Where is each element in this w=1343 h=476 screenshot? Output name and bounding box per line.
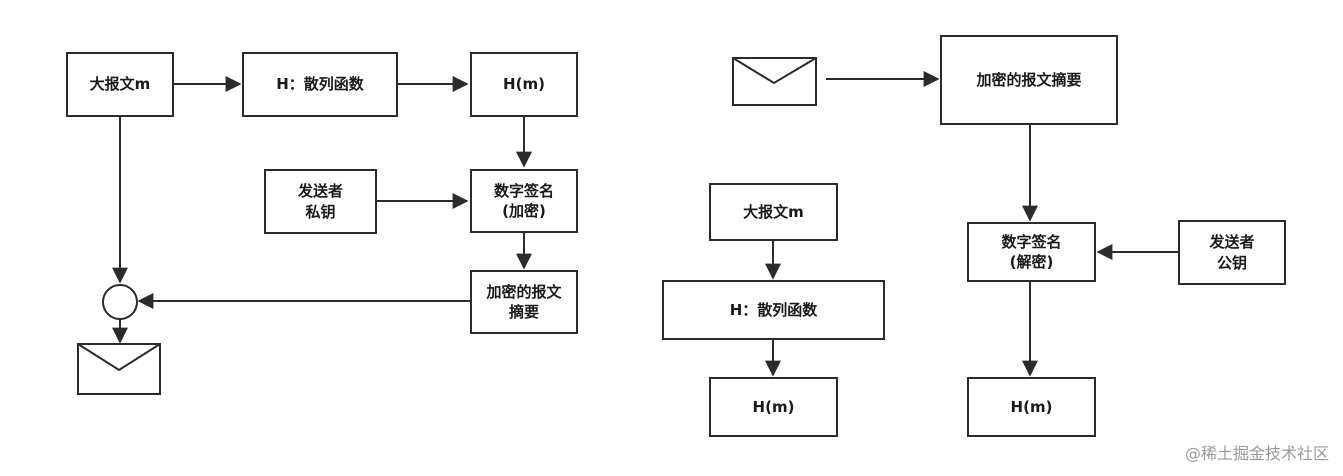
envelope-icon (732, 57, 817, 106)
decrypted-hash-box: H(m) (967, 377, 1096, 437)
signature-decrypt-box: 数字签名 (解密) (967, 222, 1096, 282)
sender-private-key-box: 发送者 私钥 (264, 169, 377, 234)
hash-function-box: H：散列函数 (242, 52, 398, 117)
envelope-icon (77, 343, 161, 395)
signature-encrypt-box: 数字签名 (加密) (470, 169, 578, 233)
middle-message-box: 大报文m (709, 183, 838, 241)
middle-hash-function-box: H：散列函数 (662, 280, 885, 340)
right-encrypted-digest-box: 加密的报文摘要 (940, 35, 1118, 125)
encrypted-digest-box: 加密的报文 摘要 (470, 270, 578, 334)
watermark-text: @稀土掘金技术社区 (1184, 444, 1329, 463)
hash-result-box: H(m) (470, 52, 578, 117)
sender-public-key-box: 发送者 公钥 (1178, 220, 1286, 285)
join-node-icon (102, 284, 138, 320)
message-box: 大报文m (66, 52, 174, 117)
middle-hash-result-box: H(m) (709, 377, 838, 437)
